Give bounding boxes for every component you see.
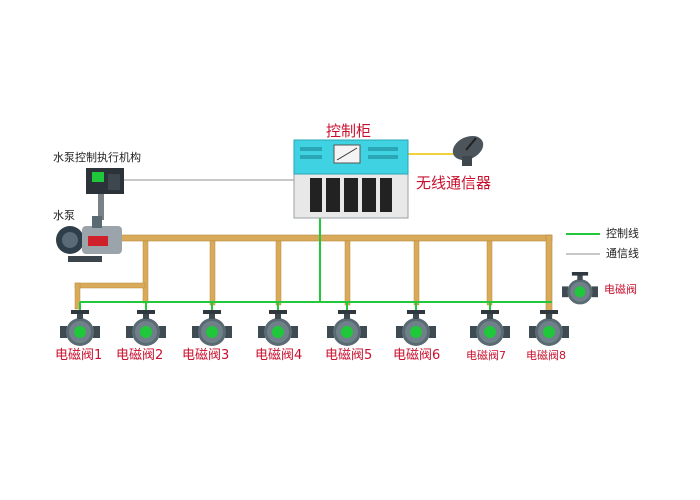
valve-6-icon xyxy=(396,310,436,346)
valve-3-label: 电磁阀3 xyxy=(182,348,230,363)
valve-3-icon xyxy=(192,310,232,346)
control-cabinet-label: 控制柜 xyxy=(326,122,372,140)
valve-1-icon xyxy=(60,310,100,346)
valve-5-icon xyxy=(327,310,367,346)
main-pipe xyxy=(74,234,553,318)
legend-control-label: 控制线 xyxy=(606,227,639,240)
valve-4-label: 电磁阀4 xyxy=(255,348,303,363)
valve-1-label: 电磁阀1 xyxy=(55,348,103,363)
satellite-dish-icon xyxy=(452,135,484,166)
legend-comm-label: 通信线 xyxy=(606,247,639,260)
pump-label: 水泵 xyxy=(53,209,75,222)
valve-4-icon xyxy=(258,310,298,346)
valve-7-icon xyxy=(470,310,510,346)
water-pump-icon xyxy=(56,216,122,262)
valve-6-label: 电磁阀6 xyxy=(393,348,441,363)
actuator-box-icon xyxy=(86,168,124,220)
legend-valve-icon xyxy=(562,272,598,305)
control-cabinet-icon xyxy=(293,139,409,219)
control-line xyxy=(79,218,552,314)
valve-8-icon xyxy=(529,310,569,346)
valve-7-label: 电磁阀7 xyxy=(466,349,506,362)
wireless-label: 无线通信器 xyxy=(416,174,492,192)
valve-8-label: 电磁阀8 xyxy=(526,349,566,362)
valve-2-icon xyxy=(126,310,166,346)
valve-2-label: 电磁阀2 xyxy=(116,348,164,363)
pump-actuator-label: 水泵控制执行机构 xyxy=(53,151,141,164)
legend-valve-label: 电磁阀 xyxy=(604,283,637,296)
valve-5-label: 电磁阀5 xyxy=(325,348,373,363)
